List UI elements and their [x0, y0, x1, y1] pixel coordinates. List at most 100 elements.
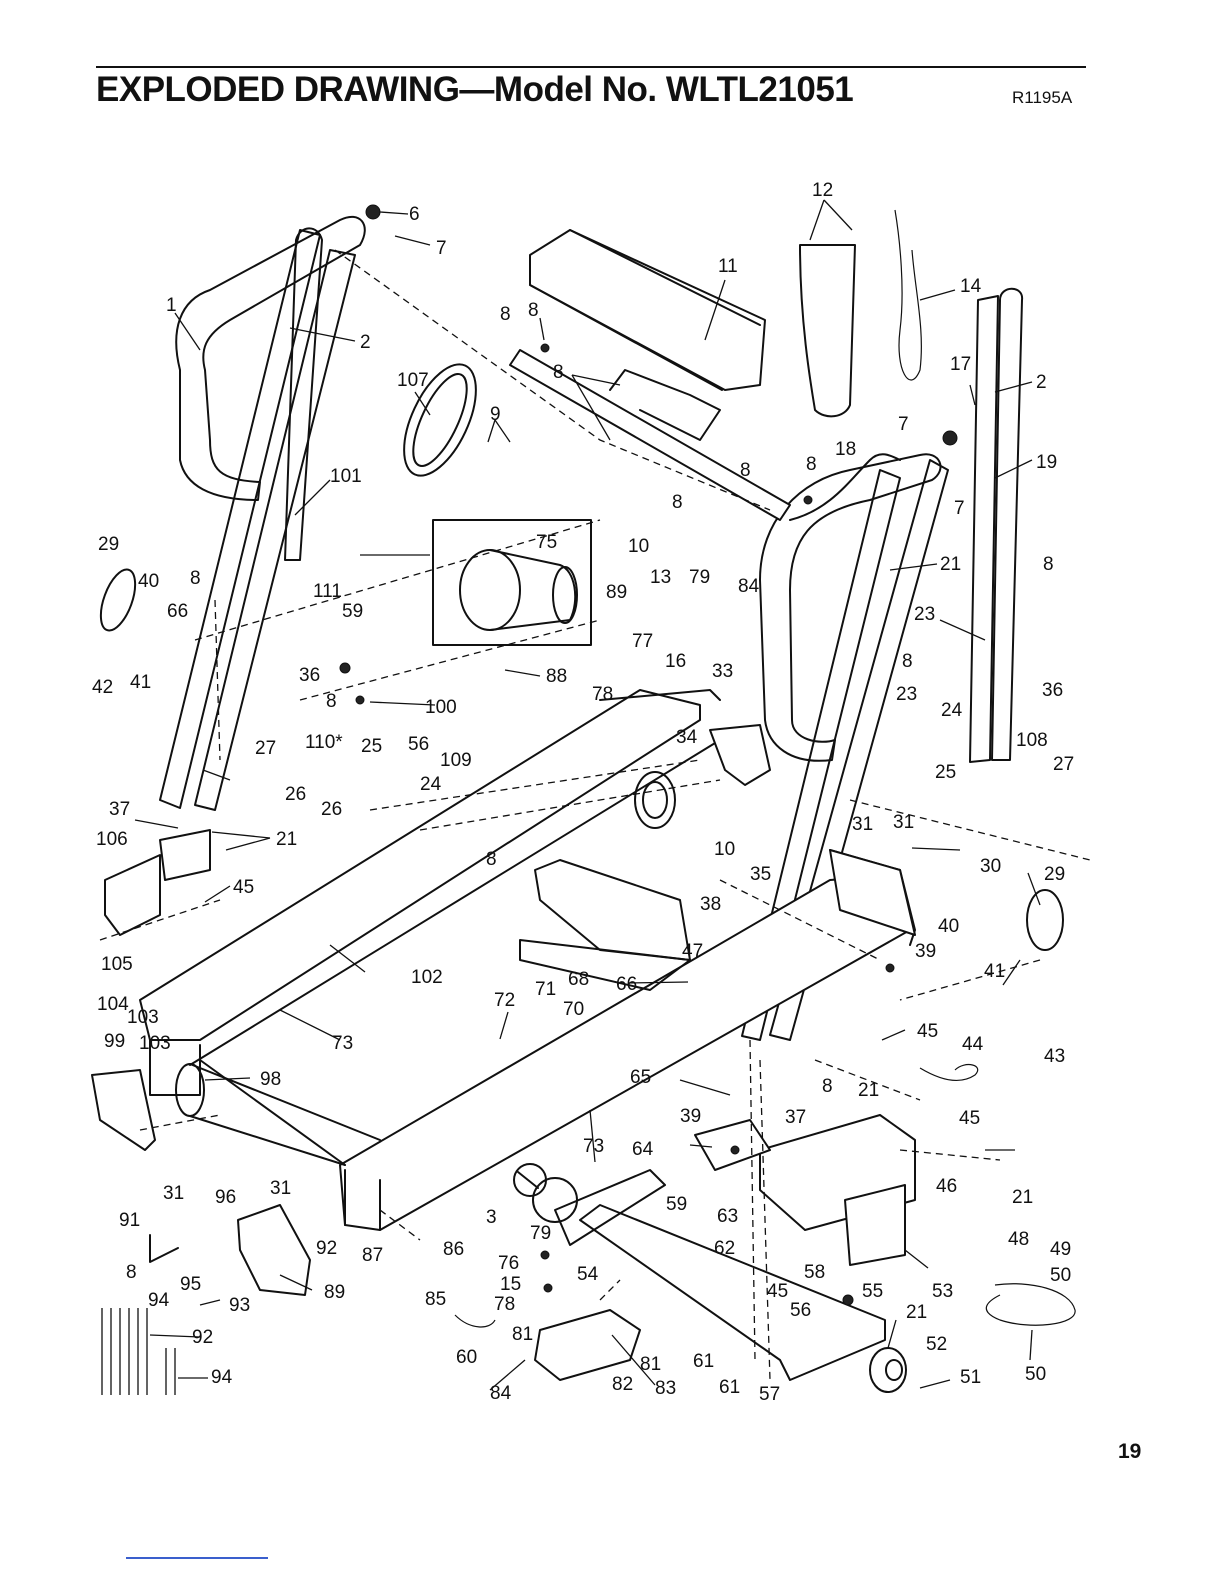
callout-35: 35: [750, 864, 771, 885]
callout-22: 23: [914, 604, 935, 625]
callout-45: 45: [233, 877, 254, 898]
callout-10b: 10: [714, 839, 735, 860]
callout-8c: 8: [672, 492, 683, 513]
callout-51: 50: [1025, 1364, 1046, 1385]
callout-73b: 103: [139, 1033, 171, 1054]
callout-36b: 36: [1042, 680, 1063, 701]
page-number: 19: [1118, 1440, 1142, 1463]
part-14-wire: [894, 209, 922, 381]
callout-32: 31: [852, 814, 873, 835]
callout-71: 100: [425, 697, 457, 718]
callout-14: 14: [960, 276, 982, 297]
callout-7b: 8: [806, 454, 817, 475]
callout-83: 84: [490, 1383, 512, 1404]
part-51-power-cord: [985, 1283, 1076, 1326]
callout-81: 81: [640, 1354, 661, 1375]
part-63-board: [694, 1119, 771, 1171]
part-33-hood: [709, 724, 771, 786]
part-29-foot-right: [1026, 889, 1064, 951]
part-12-card: [799, 244, 856, 418]
callout-41b: 41: [984, 961, 1005, 982]
callout-23: 23: [896, 684, 917, 705]
callout-91: 94: [211, 1367, 233, 1388]
callout-55: 54: [577, 1264, 599, 1285]
right-handrail: [741, 287, 1024, 1041]
callout-93: 94: [148, 1290, 170, 1311]
callout-92: 92: [192, 1327, 213, 1348]
callout-4b: 7: [898, 414, 909, 435]
callout-87: 89: [606, 582, 627, 603]
callout-72: 101: [330, 466, 362, 487]
callout-2: 2: [360, 332, 371, 353]
callout-45c: 45: [767, 1281, 788, 1302]
callout-38: 38: [700, 894, 721, 915]
callout-63: 63: [717, 1206, 738, 1227]
callout-79: 79: [689, 567, 710, 588]
callout-65: 65: [630, 1067, 651, 1088]
part-102-belt: [403, 363, 477, 477]
callout-42: 42: [92, 677, 113, 698]
callout-66b: 66: [616, 974, 637, 995]
callout-97: 99: [104, 1031, 125, 1052]
part-100-hood: [104, 854, 161, 936]
callout-7: 8: [528, 300, 539, 321]
callout-9: 9: [490, 404, 501, 425]
callout-8e: 8: [190, 568, 201, 589]
page-title: EXPLODED DRAWING—Model No. WLTL21051: [96, 70, 854, 109]
callout-77b: 76: [498, 1253, 519, 1274]
callout-34: 34: [676, 727, 698, 748]
callout-47: 47: [682, 941, 703, 962]
callout-6: 8: [500, 304, 511, 325]
callout-82: 83: [655, 1378, 676, 1399]
callout-19: 19: [1036, 452, 1057, 473]
part-18-cord: [789, 453, 901, 521]
callout-89: 91: [119, 1210, 140, 1231]
callout-73: 102: [411, 967, 443, 988]
callout-96: 98: [260, 1069, 281, 1090]
callout-99: 104: [97, 994, 129, 1015]
part-84-wire: [454, 1314, 496, 1328]
callout-94: 95: [180, 1274, 201, 1295]
callout-49: 49: [1050, 1239, 1071, 1260]
callout-21: 21: [276, 829, 297, 850]
part-62-lift-frame: [579, 1204, 886, 1381]
callout-40b: 40: [938, 916, 959, 937]
callout-81b: 82: [612, 1374, 633, 1395]
callout-50: 50: [1050, 1265, 1071, 1286]
callout-98: 103: [127, 1007, 159, 1028]
callout-86: 88: [546, 666, 567, 687]
callout-62: 62: [714, 1238, 735, 1259]
callout-61: 59: [342, 601, 363, 622]
callout-11: 11: [718, 256, 738, 277]
callout-61c: 60: [456, 1347, 477, 1368]
callout-89b: 92: [316, 1238, 337, 1259]
callout-8i: 8: [126, 1262, 137, 1283]
callout-78b: 78: [494, 1294, 515, 1315]
callout-31: 31: [893, 812, 914, 833]
callout-70: 72: [494, 990, 515, 1011]
part-43-wire: [919, 1063, 979, 1081]
drawing-code: R1195A: [1012, 88, 1073, 107]
callout-88: 89: [324, 1282, 345, 1303]
callout-43: 44: [962, 1034, 984, 1055]
callout-31c: 31: [163, 1183, 184, 1204]
callout-64: 64: [632, 1139, 654, 1160]
callout-79b: 79: [530, 1223, 551, 1244]
header-rule: [96, 66, 1086, 68]
part-101-bracket: [159, 829, 211, 881]
callout-37b: 37: [785, 1107, 806, 1128]
leader-lines: [134, 199, 1041, 1391]
part-53-wheel: [869, 1347, 907, 1393]
part-92-ties: [101, 1308, 176, 1395]
console: [529, 229, 766, 391]
callout-46: 46: [936, 1176, 957, 1197]
callout-21d: 21: [906, 1302, 927, 1323]
callout-103: 108: [1016, 730, 1048, 751]
console-crossbar: [509, 349, 791, 521]
callout-21c: 21: [1012, 1187, 1033, 1208]
part-94-allen-key: [149, 1234, 179, 1263]
callout-15: 15: [500, 1274, 521, 1295]
callout-74: 73: [332, 1033, 353, 1054]
callout-54: 53: [932, 1281, 953, 1302]
